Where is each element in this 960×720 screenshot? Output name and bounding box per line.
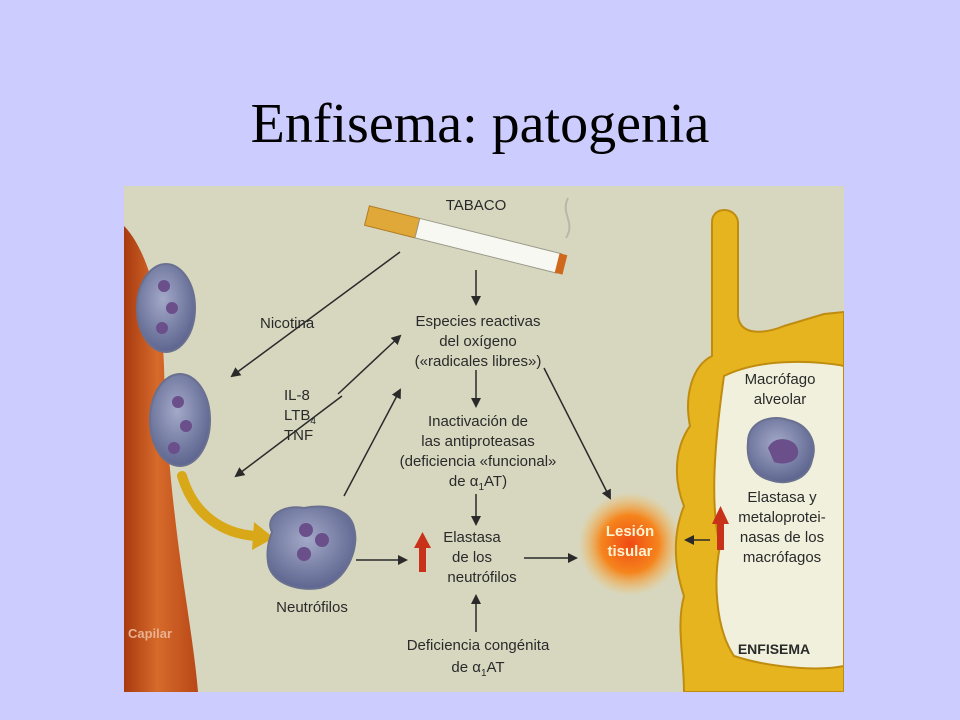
svg-text:Elastasa: Elastasa: [443, 529, 501, 546]
svg-text:neutrófilos: neutrófilos: [447, 569, 516, 586]
macrofago-label-1: Macrófago: [745, 371, 816, 388]
migration-arrowhead: [252, 522, 274, 550]
il8-label: IL-8: [284, 387, 310, 404]
elastasa-macrofagos-block: Elastasa y metaloprotei- nasas de los ma…: [738, 489, 826, 566]
slide-title: Enfisema: patogenia: [250, 93, 710, 155]
svg-text:(«radicales libres»): («radicales libres»): [415, 353, 542, 370]
arrow-tabaco-capillary: [230, 251, 401, 378]
especies-reactivas-block: Especies reactivas del oxígeno («radical…: [415, 313, 542, 370]
capillary-cell-top: [136, 263, 196, 353]
svg-text:macrófagos: macrófagos: [743, 549, 821, 566]
svg-text:Elastasa y: Elastasa y: [747, 489, 817, 506]
deficiencia-block: Deficiencia congénita de α1AT: [407, 637, 550, 679]
cigarette-icon: [363, 205, 568, 275]
svg-text:Inactivación de: Inactivación de: [428, 413, 528, 430]
capillary-vessel: [124, 226, 198, 692]
enfisema-label: ENFISEMA: [738, 641, 810, 657]
neutrophil-cell: [266, 505, 357, 590]
macrofago-label-2: alveolar: [754, 391, 807, 408]
tnf-label: TNF: [284, 427, 313, 444]
macrophage-cell: [746, 417, 815, 484]
svg-text:de α1AT): de α1AT): [449, 473, 507, 493]
arrow-mediators-especies: [337, 334, 402, 395]
svg-text:nasas de los: nasas de los: [740, 529, 824, 546]
up-arrow-neutrofilos-icon: [414, 532, 431, 572]
svg-text:Lesión: Lesión: [606, 523, 654, 540]
inactivacion-block: Inactivación de las antiproteasas (defic…: [400, 413, 557, 493]
svg-text:de los: de los: [452, 549, 492, 566]
neutrofilos-label: Neutrófilos: [276, 599, 348, 616]
up-arrow-macrofagos-icon: [712, 506, 729, 550]
arrow-especies-lesion: [543, 367, 611, 500]
pathogenesis-figure: Capilar Neutrófilos TABACO Nicotina IL-8…: [124, 186, 844, 692]
arrow-mediators-capillary: [234, 395, 343, 478]
nicotina-label: Nicotina: [260, 315, 315, 332]
smoke-icon: [564, 197, 571, 239]
pathogenesis-diagram: Capilar Neutrófilos TABACO Nicotina IL-8…: [124, 186, 844, 692]
svg-text:(deficiencia «funcional»: (deficiencia «funcional»: [400, 453, 557, 470]
migration-arrow: [177, 471, 261, 541]
arrow-neutrophil-inactivacion: [343, 388, 401, 497]
svg-text:de α1AT: de α1AT: [451, 659, 504, 679]
svg-text:las antiproteasas: las antiproteasas: [421, 433, 534, 450]
svg-text:del oxígeno: del oxígeno: [439, 333, 517, 350]
capilar-label: Capilar: [128, 626, 172, 641]
svg-text:Especies reactivas: Especies reactivas: [415, 313, 540, 330]
tabaco-label: TABACO: [446, 197, 507, 214]
svg-text:Deficiencia congénita: Deficiencia congénita: [407, 637, 550, 654]
ltb4-label: LTB4: [284, 407, 316, 427]
capillary-cell-bottom: [149, 373, 211, 467]
lesion-tisular-node: Lesión tisular: [578, 492, 682, 596]
elastasa-neutrofilos-block: Elastasa de los neutrófilos: [443, 529, 516, 586]
svg-text:metaloprotei-: metaloprotei-: [738, 509, 826, 526]
svg-text:tisular: tisular: [607, 543, 652, 560]
